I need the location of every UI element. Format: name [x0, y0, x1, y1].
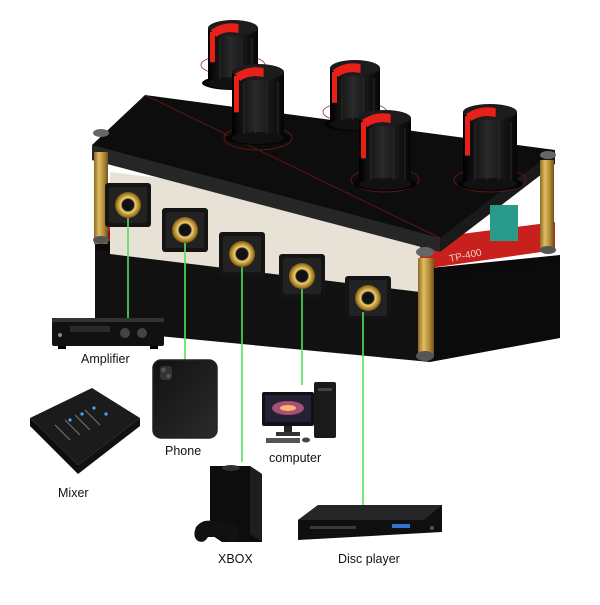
top-plate	[92, 95, 555, 250]
device-label-disc-player: Disc player	[338, 552, 400, 566]
standoffs	[93, 129, 556, 361]
device-label-phone: Phone	[165, 444, 202, 458]
top-plate-edge	[92, 145, 440, 252]
rca-jack[interactable]	[279, 254, 325, 298]
device-label-xbox: XBOX	[218, 552, 253, 566]
xbox-icon	[194, 465, 262, 542]
computer-icon	[262, 382, 336, 443]
volume-knob[interactable]	[353, 110, 417, 191]
volume-knob[interactable]	[226, 64, 290, 145]
volume-knob[interactable]	[457, 104, 523, 191]
top-plate-side-edge	[440, 150, 555, 252]
disc-player-icon	[298, 505, 442, 540]
mixer-icon	[30, 388, 140, 474]
side-connector	[490, 205, 518, 241]
rca-jack[interactable]	[219, 232, 265, 276]
bottom-plate-side	[430, 262, 560, 362]
audio-mixer-device: TP-400	[92, 20, 560, 362]
connection-lines	[127, 218, 364, 506]
device-label-mixer: Mixer	[58, 486, 89, 500]
rca-jack[interactable]	[105, 183, 151, 227]
amplifier-icon	[52, 318, 164, 349]
phone-icon	[152, 359, 218, 439]
rca-jack[interactable]	[162, 208, 208, 252]
device-label-computer: computer	[269, 451, 322, 465]
rca-jack[interactable]	[345, 276, 391, 320]
knobs	[202, 20, 523, 191]
device-label-amplifier: Amplifier	[81, 352, 130, 366]
rca-jacks	[105, 183, 391, 320]
